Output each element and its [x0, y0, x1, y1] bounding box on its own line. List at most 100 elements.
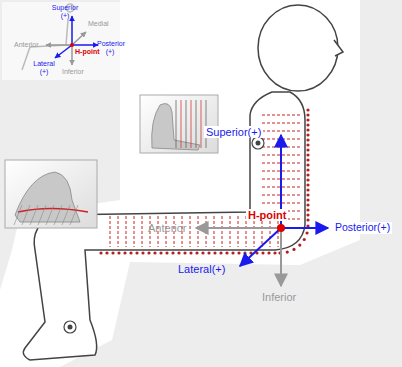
- axis-stroke: [54, 205, 62, 225]
- marker-dot: [306, 133, 309, 136]
- axis-stroke: [71, 45, 73, 65]
- marker-dot: [111, 251, 114, 254]
- axis-stroke: [262, 123, 302, 124]
- marker-dot: [99, 251, 102, 254]
- axis-stroke: [14, 205, 22, 225]
- axis-stroke: [230, 216, 231, 247]
- marker-dot: [189, 251, 192, 254]
- marker-dot: [70, 43, 74, 47]
- axis-stroke: [72, 32, 86, 45]
- marker-dot: [135, 251, 138, 254]
- marker-dot: [306, 118, 309, 121]
- marker-dot: [147, 251, 150, 254]
- axis-stroke: [201, 100, 202, 148]
- marker-dot: [261, 251, 264, 254]
- marker-dot: [277, 224, 285, 232]
- marker-dot: [306, 163, 309, 166]
- axis-stroke: [186, 100, 187, 148]
- marker-dot: [306, 173, 309, 176]
- marker-dot: [306, 153, 309, 156]
- marker-dot: [306, 128, 309, 131]
- axis-stroke: [46, 44, 72, 46]
- axis-stroke: [134, 216, 135, 247]
- figure-shape: [0, 0, 360, 367]
- figure-shape: [110, 115, 302, 247]
- axis-stroke: [55, 45, 72, 58]
- point-label: H-point: [75, 48, 100, 56]
- figure-shape: [258, 5, 338, 91]
- axis-label: Superior(+): [204, 126, 263, 138]
- marker-dot: [243, 251, 246, 254]
- marker-dot: [286, 250, 289, 253]
- axis-label: Lateral (+): [32, 60, 56, 75]
- axis-stroke: [22, 205, 30, 225]
- axis-stroke: [196, 227, 281, 229]
- marker-dot: [225, 251, 228, 254]
- inset-frame: [5, 160, 97, 228]
- axis-stroke: [118, 216, 119, 247]
- axis-stroke: [280, 228, 282, 286]
- marker-dot: [201, 251, 204, 254]
- point-label: H-point: [246, 209, 288, 221]
- axis-stroke: [206, 216, 207, 247]
- marker-dot: [141, 251, 144, 254]
- marker-dot: [306, 213, 309, 216]
- marker-dot: [213, 251, 216, 254]
- axis-stroke: [126, 216, 127, 247]
- axis-stroke: [262, 131, 302, 132]
- axis-stroke: [281, 227, 328, 229]
- marker-dot: [306, 183, 309, 186]
- marker-dot: [306, 143, 309, 146]
- axis-stroke: [262, 115, 302, 116]
- marker-dot: [117, 251, 120, 254]
- marker-dot: [153, 251, 156, 254]
- axis-stroke: [176, 100, 177, 148]
- marker-dot: [195, 251, 198, 254]
- marker-dot: [273, 251, 276, 254]
- figure-shape: [15, 172, 80, 222]
- axis-stroke: [240, 228, 281, 266]
- marker-dot: [171, 251, 174, 254]
- axis-stroke: [62, 205, 70, 225]
- marker-dot: [306, 123, 309, 126]
- axis-label: Posterior (+): [97, 40, 123, 55]
- axis-stroke: [190, 216, 191, 247]
- marker-dot: [298, 243, 301, 246]
- axis-stroke: [198, 216, 199, 247]
- marker-dot: [292, 248, 295, 251]
- marker-dot: [177, 251, 180, 254]
- marker-dot: [105, 251, 108, 254]
- axis-stroke: [30, 205, 38, 225]
- axis-label: Lateral(+): [178, 263, 225, 275]
- marker-dot: [306, 193, 309, 196]
- axis-stroke: [191, 100, 192, 148]
- marker-dot: [306, 198, 309, 201]
- figure-shape: [176, 100, 206, 148]
- axis-label: Anterior: [148, 222, 187, 234]
- marker-dot: [237, 251, 240, 254]
- axis-stroke: [71, 16, 73, 45]
- marker-dot: [306, 108, 309, 111]
- marker-dot: [231, 251, 234, 254]
- marker-dot: [219, 251, 222, 254]
- marker-dot: [306, 178, 309, 181]
- marker-dot: [305, 231, 308, 234]
- marker-dot: [306, 138, 309, 141]
- marker-dot: [306, 218, 309, 221]
- marker-dot: [256, 141, 261, 146]
- axis-stroke: [110, 216, 111, 247]
- figure-shape: [14, 205, 78, 225]
- axis-stroke: [222, 216, 223, 247]
- marker-dot: [306, 188, 309, 191]
- marker-dot: [183, 251, 186, 254]
- marker-dot: [207, 251, 210, 254]
- marker-dot: [303, 238, 306, 241]
- axis-stroke: [38, 205, 46, 225]
- inset-frame: [140, 95, 218, 153]
- marker-dot: [159, 251, 162, 254]
- axis-label: Superior (+): [50, 4, 80, 19]
- marker-dot: [306, 168, 309, 171]
- axis-stroke: [181, 100, 182, 148]
